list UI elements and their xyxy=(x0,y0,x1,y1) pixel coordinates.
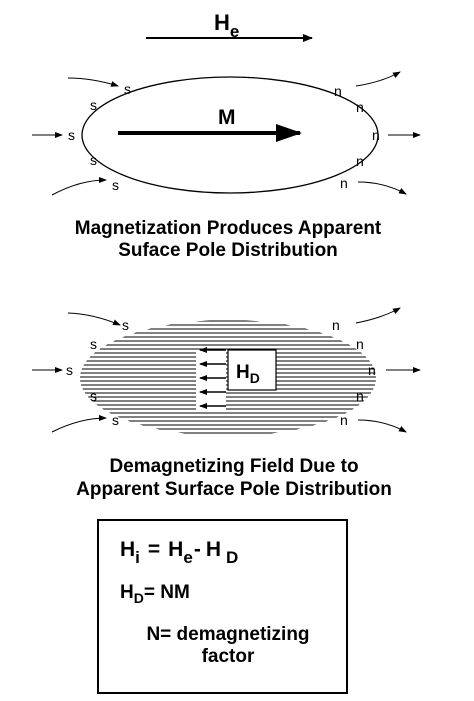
top-field-lines xyxy=(32,71,421,196)
equation-hd: HD= NM xyxy=(120,582,190,606)
pole-s: s xyxy=(90,152,97,168)
pole-s: s xyxy=(122,317,129,333)
middle-field-lines xyxy=(32,307,421,433)
demag-field-label: HD xyxy=(236,362,260,386)
pole-n: n xyxy=(368,362,376,378)
demag-arrows xyxy=(199,347,226,409)
middle-pole-labels: s s s s s n n n n n xyxy=(66,317,376,428)
pole-n: n xyxy=(332,317,340,333)
pole-s: s xyxy=(66,362,73,378)
equations-border xyxy=(97,519,348,694)
top-caption-line1: Magnetization Produces Apparent xyxy=(75,218,382,239)
magnetization-label: M xyxy=(218,106,236,129)
hatched-ellipse: HD xyxy=(80,320,376,434)
top-caption-line2: Suface Pole Distribution xyxy=(118,240,338,261)
pole-n: n xyxy=(334,83,342,99)
equation-n-line1: N= demagnetizing xyxy=(146,624,309,645)
pole-n: n xyxy=(340,175,348,191)
pole-s: s xyxy=(90,388,97,404)
middle-caption-line1: Demagnetizing Field Due to xyxy=(109,456,358,477)
pole-n: n xyxy=(356,99,364,115)
pole-n: n xyxy=(340,412,348,428)
pole-s: s xyxy=(90,336,97,352)
equation-n-line2: factor xyxy=(202,646,255,667)
pole-n: n xyxy=(356,153,364,169)
ellipse-outline xyxy=(81,76,379,194)
middle-caption-line2: Apparent Surface Pole Distribution xyxy=(76,479,392,500)
pole-n: n xyxy=(372,127,380,143)
pole-s: s xyxy=(112,412,119,428)
external-field-indicator: He xyxy=(146,10,313,42)
top-pole-labels: s s s s s n n n n n xyxy=(68,81,380,193)
pole-n: n xyxy=(356,388,364,404)
pole-s: s xyxy=(112,177,119,193)
pole-s: s xyxy=(68,127,75,143)
pole-s: s xyxy=(90,97,97,113)
external-field-label: He xyxy=(214,10,239,41)
magnetized-ellipse-top: M xyxy=(81,76,379,194)
pole-n: n xyxy=(356,336,364,352)
pole-s: s xyxy=(124,81,131,97)
hd-box xyxy=(227,349,277,391)
